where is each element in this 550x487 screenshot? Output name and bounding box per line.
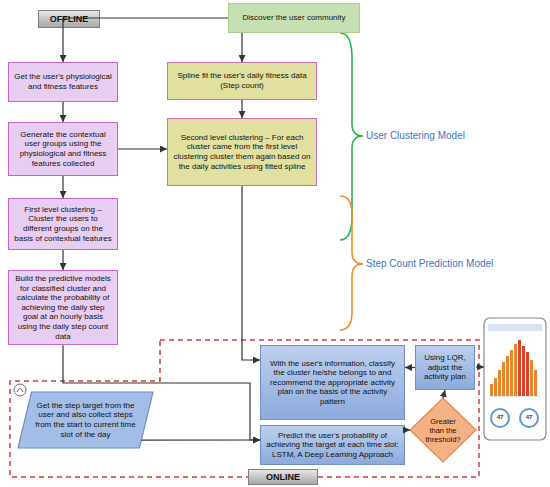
flow-arrow (62, 250, 63, 270)
flow-arrow (405, 429, 410, 430)
node-text: Build the predictive models for classifi… (13, 274, 113, 341)
process-box: Build the predictive models for classifi… (8, 270, 118, 345)
node-text: Using LQR, adjust the activity plan (420, 353, 470, 382)
node-text: Get the user's physiological and fitness… (13, 72, 113, 91)
process-box: Second level clustering – For each clust… (167, 118, 317, 186)
node-text: Second level clustering – For each clust… (172, 133, 312, 171)
node-text: Spline fit the user's daily fitness data… (172, 71, 312, 90)
node-text: Generate the contextual user groups usin… (13, 130, 113, 168)
input-parallelogram: Get the step target from the user and al… (18, 392, 153, 448)
node-text: Predict the user's probability of achiev… (265, 431, 400, 460)
start-box: Discover the user community (228, 3, 360, 33)
node-text: ONLINE (266, 472, 300, 483)
input-parallelogram-polygon (18, 392, 153, 448)
node-text: Discover the user community (242, 13, 345, 23)
flow-arrow (405, 367, 415, 368)
flow-arrow (141, 439, 260, 440)
bracket-label: User Clustering Model (366, 130, 496, 141)
node-text: First level clustering – Cluster the use… (13, 205, 113, 243)
section-tag: ONLINE (248, 469, 318, 485)
decision-diamond: Greater than the threshold? (410, 398, 476, 462)
process-box: Spline fit the user's daily fitness data… (167, 62, 317, 100)
online-process-box: Predict the user's probability of achiev… (260, 425, 405, 465)
phone-number: 47 (492, 414, 508, 420)
flow-arrow (241, 100, 242, 118)
process-box: Generate the contextual user groups usin… (8, 122, 118, 176)
flow-arrow (62, 176, 63, 198)
node-text: Get the step target from the user and al… (34, 401, 137, 439)
online-process-box: With the user's information, classify th… (260, 345, 405, 420)
section-tag: OFFLINE (38, 10, 100, 28)
process-box: Get the user's physiological and fitness… (8, 62, 118, 102)
flow-arrow (118, 148, 167, 149)
orange-brace (340, 196, 363, 330)
bracket-label: Step Count Prediction Model (366, 258, 516, 269)
flow-arrow (63, 18, 228, 62)
node-text: With the user's information, classify th… (265, 359, 400, 407)
flow-arrow (443, 390, 445, 398)
process-box: First level clustering – Cluster the use… (8, 198, 118, 250)
online-region (10, 340, 479, 477)
flow-arrow (242, 186, 260, 360)
phone-illustration (484, 318, 546, 440)
phone-arrow (476, 366, 484, 367)
flow-arrow (62, 102, 63, 122)
online-process-box: Using LQR, adjust the activity plan (415, 345, 475, 390)
flow-arrow (63, 345, 260, 440)
flow-arrow (241, 33, 242, 62)
phone-number: 47 (521, 414, 537, 420)
online-logo (14, 384, 26, 396)
node-text: OFFLINE (50, 14, 89, 25)
node-text: Greater than the threshold? (422, 417, 464, 444)
decision-diamond-polygon (410, 398, 476, 462)
